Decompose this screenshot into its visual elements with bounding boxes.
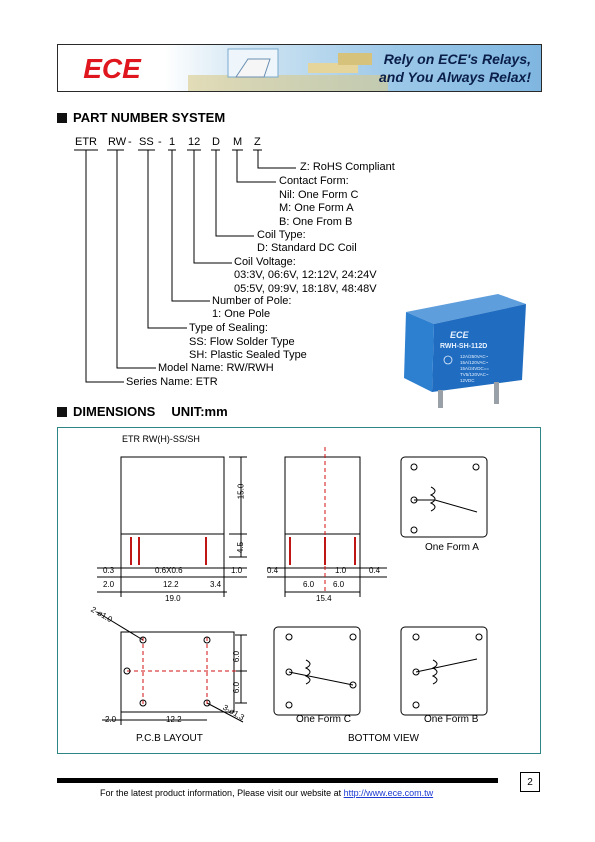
label-sealing-ss: SS: Flow Solder Type [189, 336, 295, 348]
section-bullet-icon [57, 406, 67, 417]
footer-message: For the latest product information, Plea… [100, 788, 342, 798]
logo-text: ECE [83, 53, 142, 84]
dim-d20: 2.0 [103, 580, 115, 589]
label-sealing-sh: SH: Plastic Sealed Type [189, 349, 307, 361]
label-contact-m: M: One Form A [279, 202, 354, 214]
code-coil: D [212, 136, 220, 148]
section-bullet-icon [57, 112, 67, 123]
end-view-body [284, 456, 361, 535]
schematic-form-b [400, 626, 488, 716]
code-dash2: - [158, 136, 162, 148]
relay-photo: ECE RWH-SH-112D 12A/250VAC~ 15A/120VAC~ … [404, 294, 526, 408]
header-banner: ECE Rely on ECE's Relays, and You Always… [57, 44, 542, 92]
label-model: Model Name: RW/RWH [158, 362, 274, 374]
tagline-line1: Rely on ECE's Relays, [383, 51, 531, 67]
dimension-drawings [96, 447, 488, 725]
dim-d122: 12.2 [163, 580, 179, 589]
caption-form-a: One Form A [425, 542, 479, 553]
dim-end-d60a: 6.0 [303, 580, 315, 589]
dim-pcb-d20: 2.0 [105, 715, 117, 724]
label-voltage-line2: 05:5V, 09:9V, 18:18V, 48:48V [234, 283, 377, 295]
caption-pcb-layout: P.C.B LAYOUT [136, 733, 203, 744]
code-sealing: SS [139, 136, 154, 148]
dimensions-section-title: DIMENSIONS UNIT:mm [57, 404, 228, 419]
caption-form-b: One Form B [424, 714, 479, 725]
side-view-body [120, 456, 225, 535]
code-contact: M [233, 136, 243, 148]
label-series: Series Name: ETR [126, 376, 218, 388]
label-contact-form: Contact Form: [279, 175, 349, 187]
dim-d34: 3.4 [210, 580, 222, 589]
dim-side-height: 15.0 [236, 483, 246, 500]
dim-end-d10: 1.0 [335, 566, 347, 575]
part-number-section-title: PART NUMBER SYSTEM [57, 110, 225, 125]
relay-rating-4: TV5/120VAC~ [460, 372, 489, 377]
dim-end-d60b: 6.0 [333, 580, 345, 589]
website-link[interactable]: http://www.ece.com.tw [343, 788, 434, 798]
caption-form-c: One Form C [296, 714, 352, 725]
relay-brand-text: ECE [450, 330, 470, 340]
section-title-text: PART NUMBER SYSTEM [73, 110, 226, 125]
label-coil-type: Coil Type: [257, 229, 306, 241]
dimensions-title-text: DIMENSIONS [73, 404, 156, 419]
relay-rating-3: 15A/24VDC== [460, 366, 489, 371]
relay-rating-2: 15A/120VAC~ [460, 360, 489, 365]
dim-pin-size: 0.6X0.6 [155, 566, 183, 575]
relay-coil-text: 12VDC [460, 378, 475, 383]
dim-pcb-d122: 12.2 [166, 715, 182, 724]
code-pole: 1 [169, 136, 176, 148]
dim-width-side: 19.0 [165, 594, 181, 603]
relay-model-text: RWH-SH-112D [440, 343, 487, 350]
beach-chair-illustration [188, 48, 388, 91]
label-voltage-line1: 03:3V, 06:6V, 12:12V, 24:24V [234, 269, 377, 281]
dim-pcb-d60a: 6.0 [232, 650, 242, 663]
label-coil-type-d: D: Standard DC Coil [257, 242, 357, 254]
tagline-line2: and You Always Relax! [379, 69, 531, 85]
label-contact-b: B: One From B [279, 216, 353, 228]
footer-text: For the latest product information, Plea… [100, 788, 433, 798]
label-sealing: Type of Sealing: [189, 322, 268, 334]
dimensions-unit-text: UNIT:mm [171, 404, 228, 419]
relay-rating-1: 12A/250VAC~ [460, 354, 489, 359]
dimensions-model-label: ETR RW(H)-SS/SH [122, 434, 200, 444]
part-number-leader-lines [74, 149, 296, 383]
schematic-symbols [285, 463, 483, 709]
ul-mark-icon [443, 355, 453, 365]
page-number: 2 [520, 772, 540, 792]
schematic-form-c [273, 626, 361, 716]
label-rohs: Z: RoHS Compliant [300, 161, 395, 173]
label-poles: Number of Pole: [212, 295, 292, 307]
code-series: ETR [75, 136, 97, 148]
label-poles-1: 1: One Pole [212, 308, 271, 320]
label-coil-voltage: Coil Voltage: [234, 256, 296, 268]
pcb-outline [120, 631, 235, 713]
dim-d10: 1.0 [231, 566, 243, 575]
dim-end-d04b: 0.4 [369, 566, 381, 575]
code-dash1: - [128, 136, 132, 148]
label-contact-nil: Nil: One Form C [279, 189, 359, 201]
code-model: RW [108, 136, 127, 148]
dim-end-d04a: 0.4 [267, 566, 279, 575]
ece-logo: ECE [83, 53, 142, 84]
dim-pcb-d60b: 6.0 [232, 681, 242, 694]
code-voltage: 12 [188, 136, 201, 148]
dim-width-end: 15.4 [316, 594, 332, 603]
dim-side-pin: 4.5 [236, 541, 246, 554]
caption-bottom-view: BOTTOM VIEW [348, 733, 419, 744]
footer-rule [57, 778, 498, 783]
schematic-form-a [400, 456, 488, 538]
dimensions-frame [57, 427, 541, 754]
dim-d03: 0.3 [103, 566, 115, 575]
code-rohs: Z [254, 136, 261, 148]
